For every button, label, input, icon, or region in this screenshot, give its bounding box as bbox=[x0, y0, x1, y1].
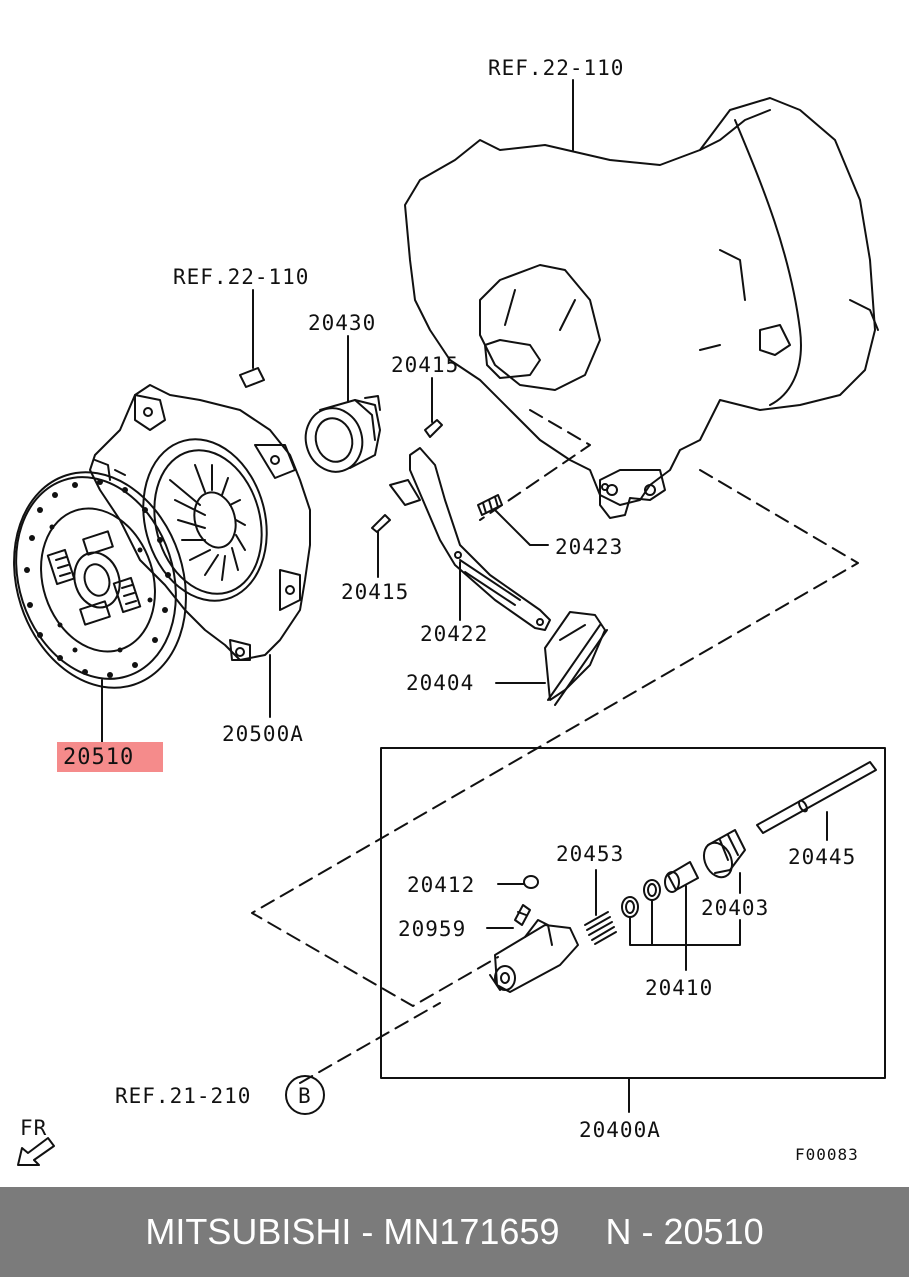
callout-slave-cylinder: 20400A bbox=[579, 1118, 661, 1142]
callout-kit-20453: 20453 bbox=[556, 842, 625, 866]
front-arrow-icon bbox=[17, 1137, 55, 1166]
dashed-assembly-outline bbox=[251, 409, 859, 1007]
callout-clip-upper: 20415 bbox=[391, 353, 460, 377]
clutch-cover bbox=[89, 384, 311, 661]
spring bbox=[584, 911, 617, 945]
callout-bleeder-screw: 20959 bbox=[398, 917, 467, 941]
dashed-ref-bracket bbox=[299, 1002, 441, 1084]
ref-circle-letter: B bbox=[298, 1084, 312, 1108]
release-bearing bbox=[304, 395, 381, 473]
callout-boot: 20404 bbox=[406, 671, 475, 695]
callout-bearing: 20430 bbox=[308, 311, 377, 335]
fork-boot bbox=[544, 611, 608, 706]
clip-upper bbox=[424, 419, 443, 438]
callout-bleeder-cap: 20412 bbox=[407, 873, 476, 897]
bolt-part bbox=[239, 289, 265, 388]
callout-pushrod: 20445 bbox=[788, 845, 857, 869]
callout-ref-transmission: REF.22-110 bbox=[488, 56, 625, 80]
slave-boot bbox=[702, 829, 746, 879]
callout-pivot: 20423 bbox=[555, 535, 624, 559]
front-arrow-label: FR bbox=[20, 1116, 48, 1140]
callout-slave-boot: 20403 bbox=[701, 896, 770, 920]
callout-clip-lower: 20415 bbox=[341, 580, 410, 604]
bleeder-screw bbox=[514, 904, 531, 926]
ref-circle-outline bbox=[285, 1075, 325, 1115]
slave-cylinder-body bbox=[489, 919, 579, 993]
bleeder-cap bbox=[523, 875, 539, 889]
footer-brand-part: MITSUBISHI - MN171659 bbox=[145, 1211, 560, 1252]
slave-cylinder-box bbox=[380, 747, 886, 1079]
seal bbox=[643, 879, 661, 901]
callout-repair-kit: 20410 bbox=[645, 976, 714, 1000]
exploded-parts-diagram bbox=[13, 79, 886, 1166]
callout-clutch-cover: 20500A bbox=[222, 722, 304, 746]
figure-code: F00083 bbox=[795, 1145, 859, 1164]
seal-small bbox=[621, 896, 639, 918]
callout-ref-bolt: REF.22-110 bbox=[173, 265, 310, 289]
pushrod bbox=[756, 761, 877, 834]
piston bbox=[664, 861, 699, 893]
callout-fork: 20422 bbox=[420, 622, 489, 646]
callout-clutch-disc: 20510 bbox=[63, 745, 135, 770]
clutch-disc bbox=[13, 471, 187, 689]
part-footer-bar: MITSUBISHI - MN171659 N - 20510 bbox=[0, 1187, 909, 1277]
release-fork bbox=[389, 447, 551, 631]
clip-lower bbox=[371, 514, 391, 533]
transmission-housing bbox=[404, 97, 879, 519]
leader-pivot bbox=[494, 509, 549, 546]
footer-ref-no: N - 20510 bbox=[605, 1211, 764, 1252]
callout-ref-bracket: REF.21-210 bbox=[115, 1084, 252, 1108]
highlight-clutch-disc bbox=[57, 742, 163, 772]
leader-repair-kit bbox=[629, 885, 741, 971]
